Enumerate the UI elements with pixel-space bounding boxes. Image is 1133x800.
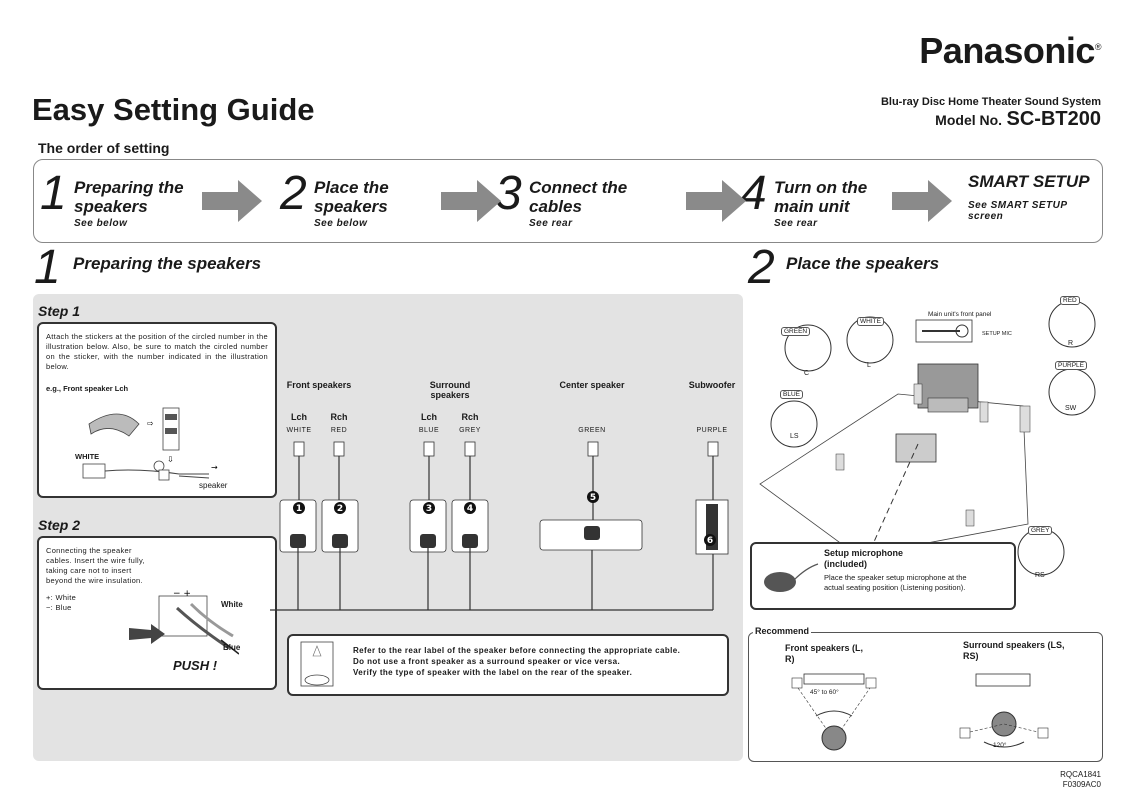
product-name: Blu-ray Disc Home Theater Sound System	[880, 96, 1101, 108]
front-speakers-label: Front speakers	[286, 380, 352, 390]
svg-text:2: 2	[337, 504, 343, 514]
speaker-tag-red: RED	[1060, 296, 1080, 305]
speaker-code: LS	[790, 433, 799, 440]
front-angle-label: 45° to 60°	[810, 689, 839, 696]
svg-text:5: 5	[590, 493, 596, 503]
svg-text:6: 6	[707, 536, 713, 546]
sticker-illustration: ⇨ ⇩ →	[82, 407, 218, 481]
svg-text:⇩: ⇩	[167, 455, 174, 464]
setup-mic-jack-label: SETUP MIC	[982, 331, 1012, 337]
footer-codes: RQCA1841 F0309AC0	[1060, 770, 1101, 789]
wire-color-label: GREY	[459, 427, 481, 434]
step-1-title: Step 1	[38, 303, 81, 319]
speaker-tag-grey: GREY	[1028, 526, 1053, 535]
svg-text:⇨: ⇨	[147, 419, 154, 428]
step-1-text: Attach the stickers at the position of t…	[46, 332, 268, 371]
svg-text:4: 4	[467, 504, 473, 514]
microphone-icon	[764, 563, 819, 592]
section-2-number: 2	[748, 241, 775, 294]
wire-color-label: GREEN	[578, 427, 606, 434]
push-label: PUSH !	[173, 658, 218, 673]
arrow-right-icon	[686, 180, 746, 222]
recommend-box	[748, 632, 1103, 762]
angle-diagrams	[791, 673, 1049, 751]
recommend-surround: Surround speakers (LS, RS)	[963, 640, 1065, 661]
step-1-example: e.g., Front speaker Lch	[46, 384, 129, 393]
note-line: Do not use a front speaker as a surround…	[353, 657, 621, 666]
white-label: WHITE	[75, 452, 100, 461]
speaker-code: L	[867, 362, 871, 369]
surround-angle-label: 120°	[993, 742, 1007, 749]
channel-label: Rch	[461, 412, 479, 422]
wire-color-label: BLUE	[418, 427, 440, 434]
svg-text:→: →	[211, 463, 218, 472]
warning-note: Refer to the rear label of the speaker b…	[287, 634, 729, 696]
channel-label: Lch	[290, 412, 307, 422]
recommend-title: Recommend	[753, 626, 812, 636]
brand-logo: Panasonic®	[919, 30, 1101, 71]
arrow-right-icon	[441, 180, 501, 222]
step-2-title: Step 2	[38, 517, 81, 533]
surround-speakers-label: Surround speakers	[429, 380, 471, 400]
section-1-title: Preparing the speakers	[73, 254, 262, 273]
recommend-front: Front speakers (L, R)	[785, 643, 864, 664]
step-1-box: Attach the stickers at the position of t…	[37, 322, 277, 498]
order-box: 1 Preparing the speakers See below 2 Pla…	[33, 159, 1103, 243]
center-speaker-label: Center speaker	[559, 380, 625, 390]
page-title: Easy Setting Guide	[32, 92, 315, 127]
svg-text:− +: − +	[173, 589, 191, 599]
note-line: Refer to the rear label of the speaker b…	[353, 646, 681, 655]
speaker-code: R	[1068, 340, 1074, 347]
step-2-box: Connecting the speaker cables. Insert th…	[37, 536, 277, 690]
front-panel-label: Main unit's front panel	[928, 311, 992, 318]
speaker-label: speaker	[199, 481, 228, 490]
speaker-tag-blue: BLUE	[780, 390, 803, 399]
step-2-text: Connecting the speaker cables. Insert th…	[46, 546, 145, 585]
svg-text:3: 3	[426, 504, 432, 514]
model-number: Model No. SC-BT200	[935, 108, 1101, 130]
subwoofer-label: Subwoofer	[688, 380, 736, 390]
wire-color-label: WHITE	[286, 427, 312, 434]
speaker-code: RS	[1035, 572, 1045, 579]
white-wire-label: White	[221, 600, 243, 609]
room-layout	[759, 300, 1096, 576]
wire-color-label: RED	[330, 427, 348, 434]
minus-blue-label: −: Blue	[46, 603, 72, 612]
arrow-right-icon	[892, 180, 952, 222]
note-line: Verify the type of speaker with the labe…	[353, 668, 633, 677]
channel-label: Rch	[330, 412, 348, 422]
setup-mic-box: Setup microphone (included) Place the sp…	[750, 542, 1016, 610]
speaker-tag-white: WHITE	[857, 317, 884, 326]
plus-white-label: +: White	[46, 593, 77, 602]
mic-title: Setup microphone (included)	[824, 548, 904, 569]
speaker-label-icon	[300, 641, 334, 687]
speaker-tag-green: GREEN	[781, 327, 811, 336]
mic-text: Place the speaker setup microphone at th…	[824, 573, 967, 592]
speaker-tag-purple: PURPLE	[1055, 361, 1088, 370]
order-title: The order of setting	[38, 140, 170, 156]
wiring-diagram: 1 2 3 4 5 6	[270, 441, 729, 611]
terminal-illustration: − +	[129, 589, 239, 655]
speaker-code: C	[804, 370, 810, 377]
section-1-number: 1	[34, 241, 61, 294]
section-2-title: Place the speakers	[786, 254, 940, 273]
speaker-code: SW	[1065, 405, 1077, 412]
arrow-right-icon	[202, 180, 262, 222]
wire-color-label: PURPLE	[696, 427, 728, 434]
svg-text:1: 1	[296, 504, 302, 514]
channel-label: Lch	[420, 412, 437, 422]
blue-wire-label: Blue	[223, 643, 241, 652]
